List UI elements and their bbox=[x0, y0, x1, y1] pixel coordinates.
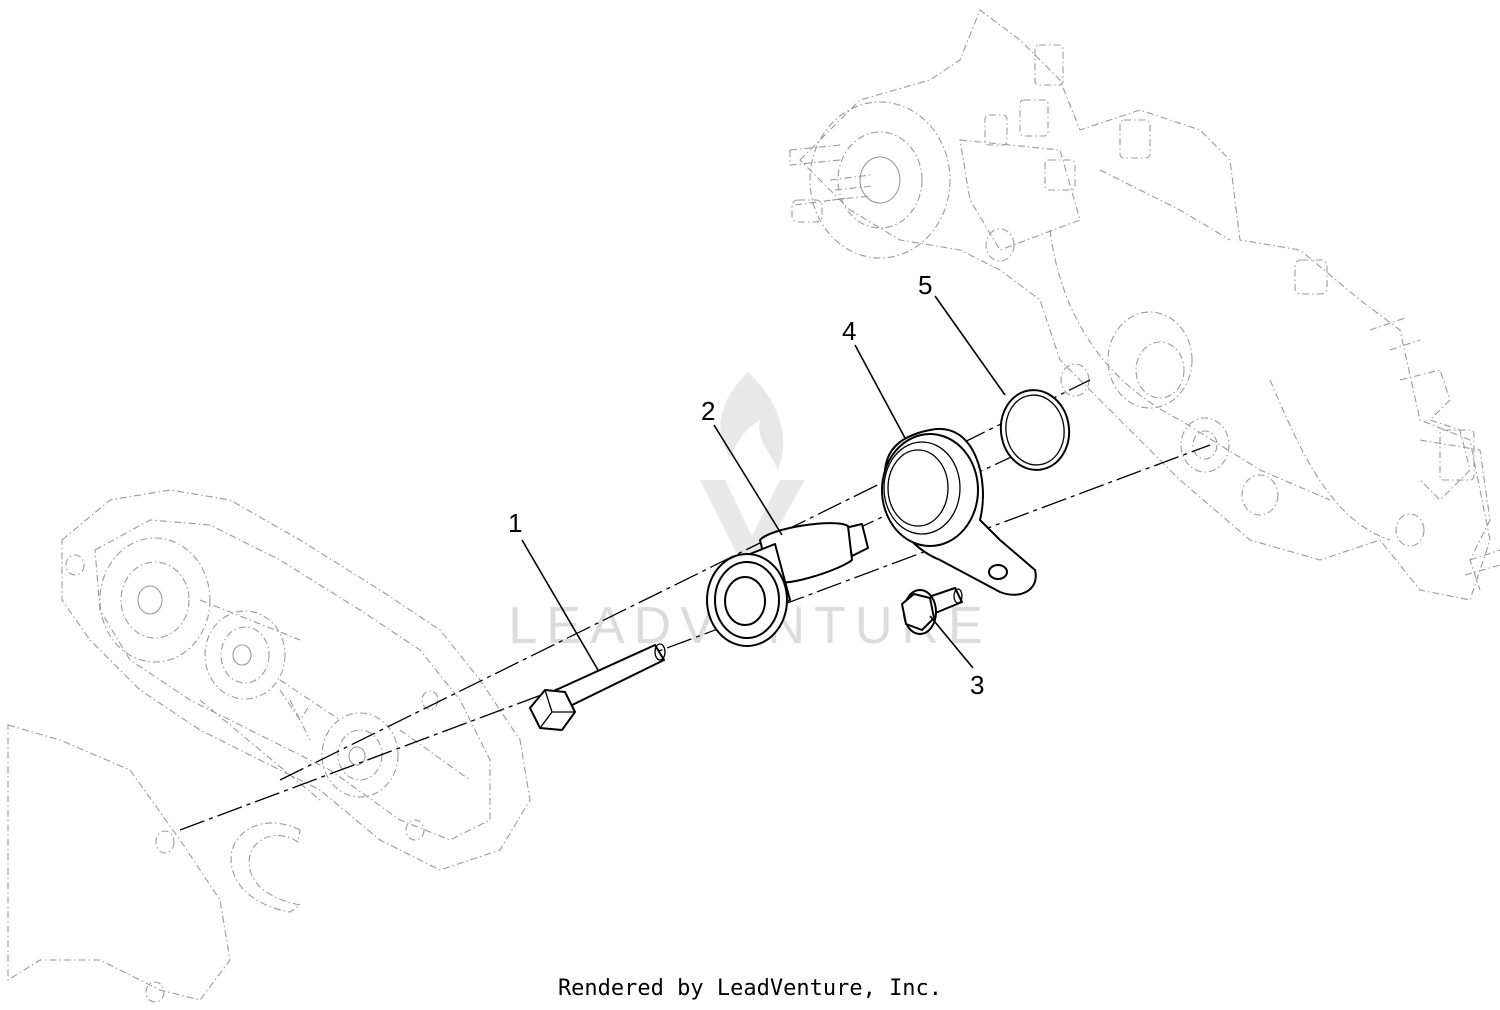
callout-4: 4 bbox=[842, 316, 856, 346]
idler-bracket-part bbox=[881, 427, 1037, 596]
leader-4 bbox=[854, 344, 906, 439]
leader-5 bbox=[934, 295, 1006, 396]
callout-3: 3 bbox=[970, 670, 984, 700]
leader-1 bbox=[521, 539, 599, 671]
watermark-v-icon bbox=[700, 480, 805, 560]
belt-drive-ghost bbox=[7, 489, 531, 1003]
transmission-housing-ghost bbox=[789, 9, 1500, 601]
bolt-part bbox=[529, 643, 666, 731]
footer-credit: Rendered by LeadVenture, Inc. bbox=[557, 976, 943, 1001]
watermark-flame-icon bbox=[720, 372, 784, 470]
callout-5: 5 bbox=[918, 270, 932, 300]
callout-numbers: 1 2 3 4 5 bbox=[508, 270, 984, 700]
callout-2: 2 bbox=[701, 396, 715, 426]
leader-2 bbox=[713, 424, 783, 536]
callout-1: 1 bbox=[508, 508, 522, 538]
leader-3 bbox=[929, 615, 974, 669]
callout-leaders bbox=[521, 295, 1006, 671]
flange-bolt-part bbox=[901, 587, 963, 635]
pulley-spacer-part bbox=[706, 522, 869, 647]
o-ring-part bbox=[999, 389, 1071, 471]
